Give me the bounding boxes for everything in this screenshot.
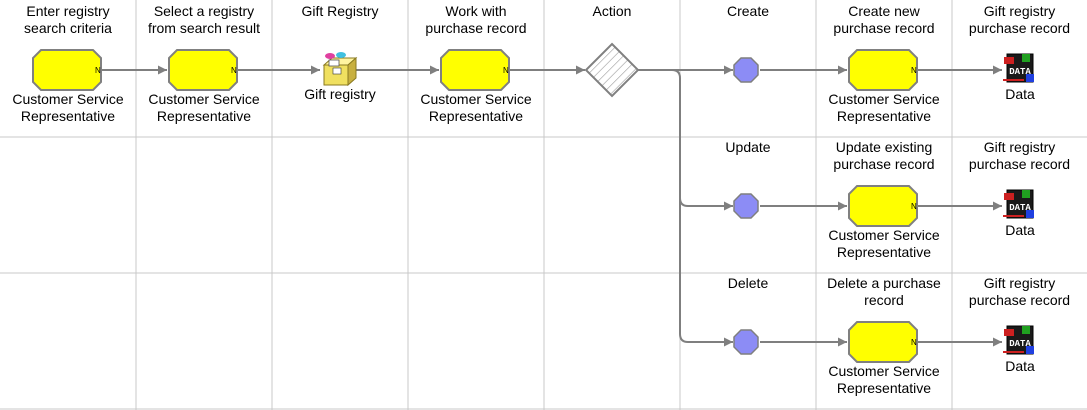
data-icon-text: DATA <box>1009 339 1031 349</box>
connector-arrow <box>679 198 733 347</box>
data-store-icon[interactable]: DATA <box>1003 53 1034 83</box>
cell-header: Delete <box>727 275 769 291</box>
gift-registry-icon[interactable] <box>322 52 358 87</box>
task-work-purchase[interactable]: N <box>440 49 510 91</box>
task-marker: N <box>911 66 917 75</box>
data-label: Data <box>1005 222 1035 238</box>
column-header: Gift Registry <box>301 3 379 19</box>
data-icon-text: DATA <box>1009 203 1031 213</box>
task-enter-criteria[interactable]: N <box>32 49 102 91</box>
task-delete-record[interactable]: N <box>848 321 918 363</box>
data-label: Data <box>1005 86 1035 102</box>
data-label: Data <box>1005 358 1035 374</box>
column-header: Action <box>592 3 632 19</box>
event-create[interactable] <box>733 57 759 83</box>
event-update[interactable] <box>733 193 759 219</box>
data-icon-text: DATA <box>1009 67 1031 77</box>
cell-header: Update <box>725 139 771 155</box>
task-marker: N <box>503 66 509 75</box>
connectors <box>102 65 1002 347</box>
task-marker: N <box>911 338 917 347</box>
action-gateway[interactable] <box>584 42 640 98</box>
task-marker: N <box>911 202 917 211</box>
task-update-record[interactable]: N <box>848 185 918 227</box>
task-marker: N <box>95 66 101 75</box>
task-select-registry[interactable]: N <box>168 49 238 91</box>
task-marker: N <box>231 66 237 75</box>
column-header: Create <box>726 3 770 19</box>
task-create-record[interactable]: N <box>848 49 918 91</box>
data-store-icon[interactable]: DATA <box>1003 325 1034 355</box>
data-store-icon[interactable]: DATA <box>1003 189 1034 219</box>
gift-registry-label: Gift registry <box>304 86 376 102</box>
event-delete[interactable] <box>733 329 759 355</box>
connector-arrow <box>671 69 733 211</box>
